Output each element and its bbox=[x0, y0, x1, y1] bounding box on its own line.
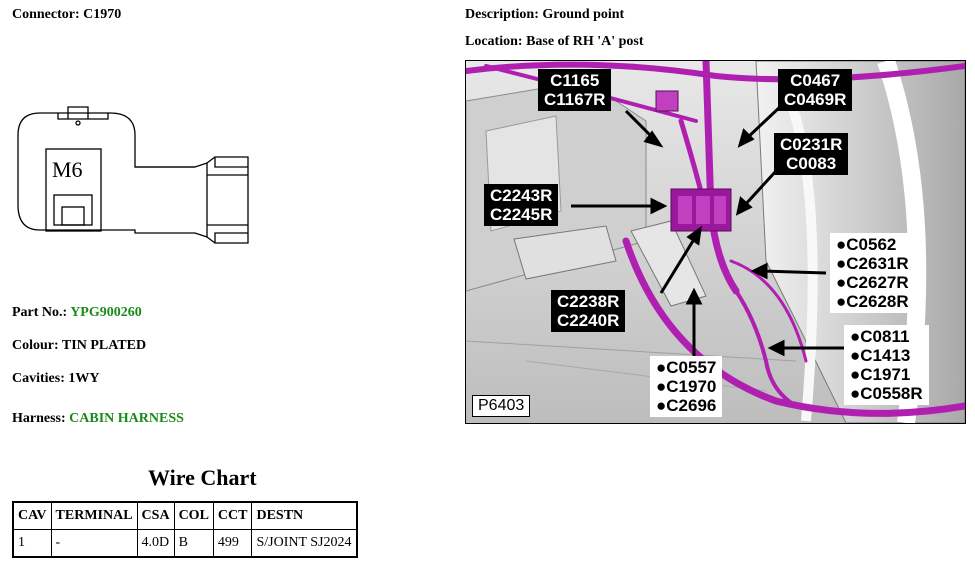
callout-line: ●C0557 bbox=[656, 358, 717, 377]
callout-line: C0083 bbox=[786, 154, 837, 173]
callout-c0557-group: ●C0557 ●C1970 ●C2696 bbox=[650, 356, 723, 417]
callout-line: C0231R bbox=[780, 135, 843, 154]
connector-label: Connector: bbox=[12, 7, 80, 22]
callout-c0467: C0467 C0469R bbox=[778, 69, 853, 111]
callout-line: C2245R bbox=[490, 205, 553, 224]
description-value: Ground point bbox=[542, 7, 625, 22]
harness-label: Harness: bbox=[12, 411, 66, 426]
description-heading: Description: Ground point bbox=[465, 7, 624, 23]
cell-col: B bbox=[173, 529, 214, 558]
colour-value: TIN PLATED bbox=[61, 338, 147, 353]
callout-c0562-group: ●C0562 ●C2631R ●C2627R ●C2628R bbox=[830, 233, 915, 313]
cavities-row: Cavities: 1WY bbox=[12, 371, 100, 387]
connector-face-drawing: M6 bbox=[17, 106, 249, 244]
callout-c0811-group: ●C0811 ●C1413 ●C1971 ●C0558R bbox=[844, 325, 929, 405]
callout-line: C2238R bbox=[557, 292, 620, 311]
callout-line: C1165 bbox=[550, 71, 600, 90]
connector-face-marking: M6 bbox=[52, 157, 83, 182]
callout-line: ●C2627R bbox=[836, 273, 909, 292]
col-header-cct: CCT bbox=[212, 501, 253, 530]
callout-line: ●C1970 bbox=[656, 377, 717, 396]
cell-terminal: - bbox=[50, 529, 138, 558]
callout-line: ●C0558R bbox=[850, 384, 923, 403]
wire-chart-header-row: CAV TERMINAL CSA COL CCT DESTN bbox=[12, 501, 358, 530]
cavities-value: 1WY bbox=[68, 371, 100, 386]
location-value: Base of RH 'A' post bbox=[526, 34, 644, 49]
callout-c0231r: C0231R C0083 bbox=[774, 133, 849, 175]
col-header-cav: CAV bbox=[12, 501, 52, 530]
part-no-link[interactable]: YPG900260 bbox=[70, 305, 142, 320]
part-no-label: Part No.: bbox=[12, 305, 68, 320]
location-heading: Location: Base of RH 'A' post bbox=[465, 34, 644, 50]
callout-line: ●C1413 bbox=[850, 346, 911, 365]
callout-line: C2240R bbox=[557, 311, 620, 330]
connector-value: C1970 bbox=[83, 7, 122, 22]
col-header-csa: CSA bbox=[136, 501, 175, 530]
diagram-reference: P6403 bbox=[472, 395, 531, 417]
cavities-label: Cavities: bbox=[12, 371, 65, 386]
col-header-destn: DESTN bbox=[251, 501, 358, 530]
colour-label: Colour: bbox=[12, 338, 59, 353]
callout-line: ●C2696 bbox=[656, 396, 717, 415]
location-label: Location: bbox=[465, 34, 523, 49]
part-no-row: Part No.: YPG900260 bbox=[12, 305, 142, 321]
callout-line: ●C0562 bbox=[836, 235, 897, 254]
wire-chart-table: CAV TERMINAL CSA COL CCT DESTN 1 - 4.0D … bbox=[12, 501, 358, 558]
table-row: 1 - 4.0D B 499 S/JOINT SJ2024 bbox=[12, 529, 358, 558]
cell-cav: 1 bbox=[12, 529, 52, 558]
callout-c2238r: C2238R C2240R bbox=[551, 290, 626, 332]
cell-csa: 4.0D bbox=[136, 529, 175, 558]
cell-cct: 499 bbox=[212, 529, 253, 558]
harness-row: Harness: CABIN HARNESS bbox=[12, 411, 184, 427]
colour-row: Colour: TIN PLATED bbox=[12, 338, 146, 354]
harness-link[interactable]: CABIN HARNESS bbox=[69, 411, 184, 426]
callout-line: C2243R bbox=[490, 186, 553, 205]
description-label: Description: bbox=[465, 7, 539, 22]
callout-line: ●C2628R bbox=[836, 292, 909, 311]
col-header-col: COL bbox=[173, 501, 214, 530]
callout-line: ●C2631R bbox=[836, 254, 909, 273]
callout-c1165: C1165 C1167R bbox=[538, 69, 612, 111]
callout-line: C0467 bbox=[790, 71, 841, 90]
wire-chart-title: Wire Chart bbox=[148, 465, 257, 490]
callout-c2243r: C2243R C2245R bbox=[484, 184, 559, 226]
callout-line: C0469R bbox=[784, 90, 847, 109]
cell-destn: S/JOINT SJ2024 bbox=[251, 529, 358, 558]
callout-line: ●C0811 bbox=[850, 327, 910, 346]
col-header-terminal: TERMINAL bbox=[50, 501, 138, 530]
location-diagram: C1165 C1167R C0467 C0469R C0231R C0083 C… bbox=[465, 60, 966, 424]
connector-heading: Connector: C1970 bbox=[12, 7, 121, 23]
callout-line: C1167R bbox=[544, 90, 606, 109]
callout-line: ●C1971 bbox=[850, 365, 911, 384]
